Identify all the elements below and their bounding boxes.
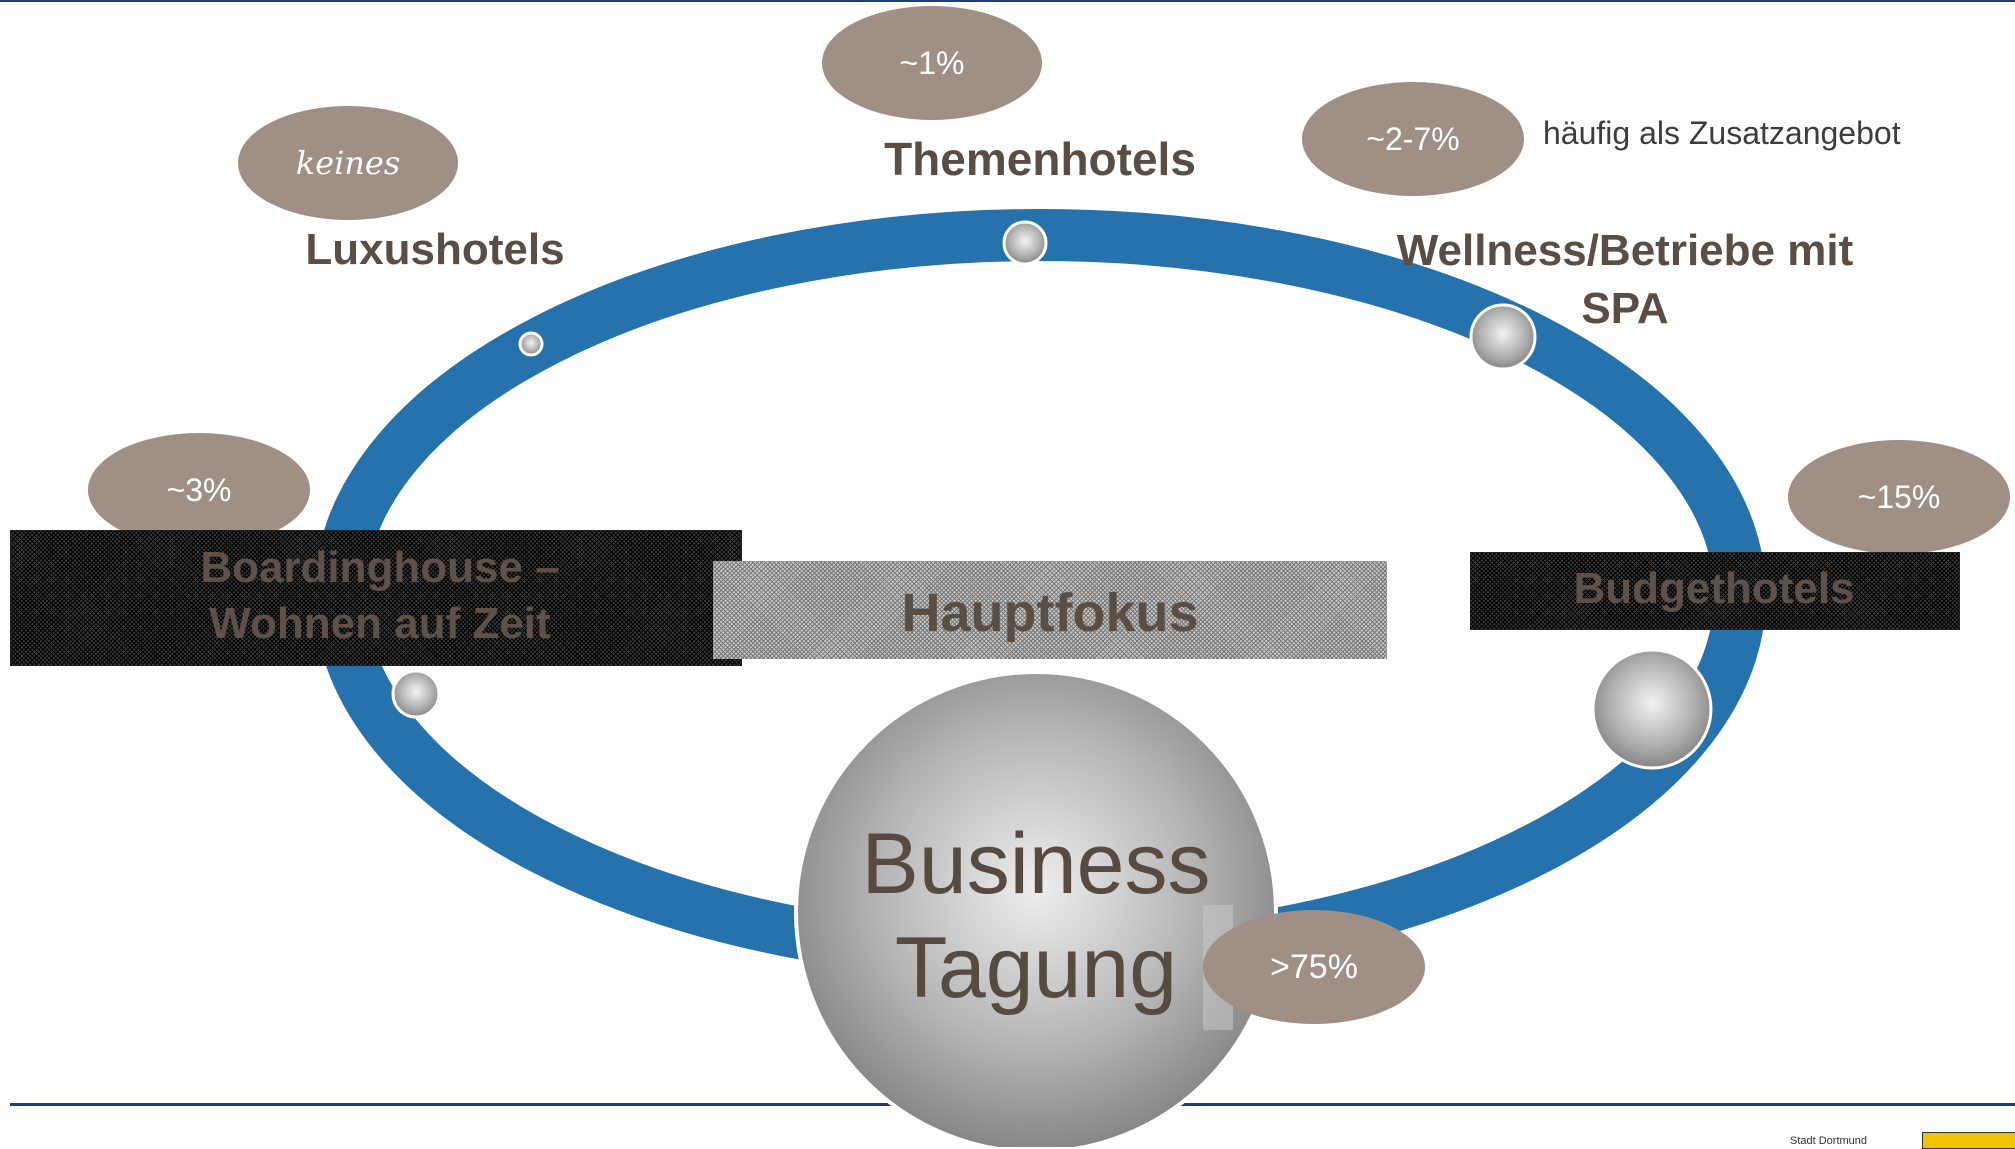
node-budget [1591,648,1713,770]
label-wellness-line2: SPA [1581,284,1669,333]
pill-themen: ~1% [822,6,1042,120]
budget-box [1470,552,1960,630]
node-boarding [391,669,441,719]
node-wellness [1469,303,1537,371]
footer-logo [1922,1132,2015,1149]
label-wellness-line1: Wellness/Betriebe mit [1396,226,1854,275]
label-focus: Hauptfokus [901,583,1199,643]
pill-budget: ~15% [1788,440,2010,554]
label-boarding: Boardinghouse – Wohnen auf Zeit [110,540,650,652]
label-center: Business Tagung [800,812,1272,1020]
pill-luxus: keines [238,106,458,220]
label-wellness: Wellness/Betriebe mit SPA [1350,222,1900,338]
center-sphere [794,670,1278,1147]
pill-boarding: ~3% [88,433,310,547]
node-luxus [518,331,544,357]
label-boarding-line1: Boardinghouse – [200,543,560,592]
label-boarding-line2: Wohnen auf Zeit [209,599,551,648]
top-rule [0,0,2015,2]
label-themen: Themenhotels [884,133,1196,185]
label-center-line1: Business [861,816,1211,912]
label-center-line2: Tagung [894,920,1178,1016]
label-luxus: Luxushotels [305,225,565,274]
wellness-note: häufig als Zusatzangebot [1543,115,1901,151]
boarding-box [10,530,742,666]
footer-org: Stadt Dortmund [1790,1135,1868,1147]
node-themen [1002,220,1048,266]
pill-business: >75% [1203,910,1425,1024]
label-budget: Budgethotels [1573,564,1855,613]
pill-wellness: ~2-7% [1302,82,1524,196]
focus-box [713,561,1387,659]
